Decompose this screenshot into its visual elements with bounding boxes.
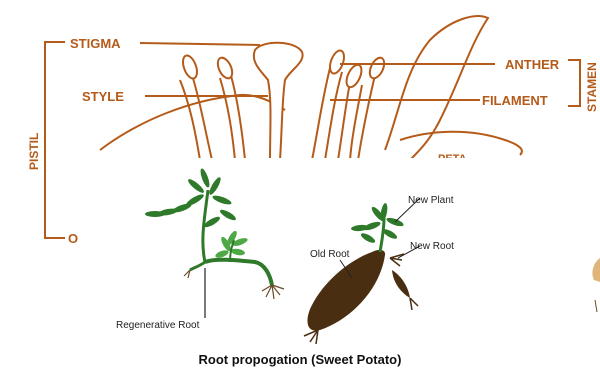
- pistil-label: PISTIL: [27, 133, 41, 170]
- pistil-stigma-shape: [254, 43, 303, 160]
- new-plant-label: New Plant: [408, 195, 454, 206]
- anther-label: ANTHER: [505, 57, 560, 72]
- stamen-left-3: [230, 72, 245, 160]
- petal-right-outline: [385, 16, 488, 160]
- propagation-caption: Root propogation (Sweet Potato): [0, 352, 600, 367]
- anther-left-1: [180, 54, 199, 81]
- new-root-label: New Root: [410, 241, 454, 252]
- pistil-bracket: [45, 42, 65, 238]
- stamen-label: STAMEN: [585, 62, 599, 112]
- stamen-left-1: [192, 75, 212, 160]
- stigma-leader-line: [140, 43, 260, 45]
- ovary-label-partial: O: [68, 231, 78, 246]
- anther-right-1: [327, 49, 346, 76]
- regenerative-root-label: Regenerative Root: [116, 320, 200, 331]
- stamen-right-3: [338, 82, 350, 160]
- filament-label: FILAMENT: [482, 93, 548, 108]
- stigma-label: STIGMA: [70, 36, 121, 51]
- old-root-label: Old Root: [310, 249, 350, 260]
- anther-left-2: [215, 55, 235, 80]
- stamen-bracket: [568, 60, 580, 106]
- style-label: STYLE: [82, 89, 124, 104]
- anther-right-3: [367, 55, 387, 80]
- stamen-left-4: [220, 78, 235, 160]
